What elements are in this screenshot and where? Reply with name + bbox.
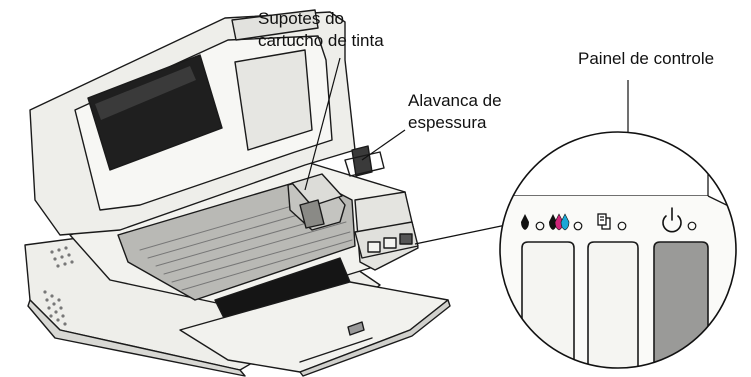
- zoom-power-button: [653, 241, 709, 368]
- thickness-lever: [351, 145, 373, 177]
- lid-window-highlight: [95, 66, 196, 120]
- ink-light-indicator: [535, 221, 545, 231]
- cartridge-holder-top: [291, 173, 343, 207]
- label-cartridge-holders-line1: Supotes do: [258, 9, 345, 28]
- callout-line-lever: [361, 129, 406, 161]
- label-thickness-lever-line1: Alavanca de: [408, 91, 502, 110]
- magnifier-circle: [499, 131, 737, 369]
- paper-support: [231, 9, 319, 41]
- label-control-panel: Painel de controle: [578, 48, 714, 70]
- lever-slot: [344, 151, 385, 177]
- paper-icon: [597, 213, 611, 230]
- label-control-panel-text: Painel de controle: [578, 49, 715, 68]
- tray-notch: [347, 321, 365, 336]
- zoom-paper-button: [587, 241, 639, 368]
- tray-guide: [299, 337, 373, 363]
- label-thickness-lever: Alavanca de espessura: [408, 90, 502, 134]
- paper-light-indicator: [617, 221, 627, 231]
- printer-base-front: [27, 299, 246, 377]
- panel-button-a: [367, 241, 381, 253]
- color-ink-light-indicator: [573, 221, 583, 231]
- label-cartridge-holders: Supotes do cartucho de tinta: [258, 8, 384, 52]
- lid-recess: [234, 49, 313, 151]
- ink-drop-icon: [521, 214, 529, 230]
- label-cartridge-holders-line2: cartucho de tinta: [258, 31, 384, 50]
- cartridge-clip: [299, 199, 325, 229]
- vent-holes: [43, 246, 74, 326]
- printer-illustration: [24, 9, 451, 377]
- power-icon: [662, 207, 682, 233]
- output-tray-edge: [299, 299, 451, 377]
- callout-line-cartridge: [304, 57, 341, 191]
- panel-button-c: [399, 233, 413, 245]
- callout-line-zoom: [414, 224, 507, 245]
- power-light-indicator: [687, 221, 697, 231]
- color-ink-icon: [549, 213, 570, 231]
- label-thickness-lever-line2: espessura: [408, 113, 487, 132]
- lid-window: [87, 54, 223, 171]
- magnified-control-panel: [500, 132, 736, 368]
- panel-button-b: [383, 237, 397, 249]
